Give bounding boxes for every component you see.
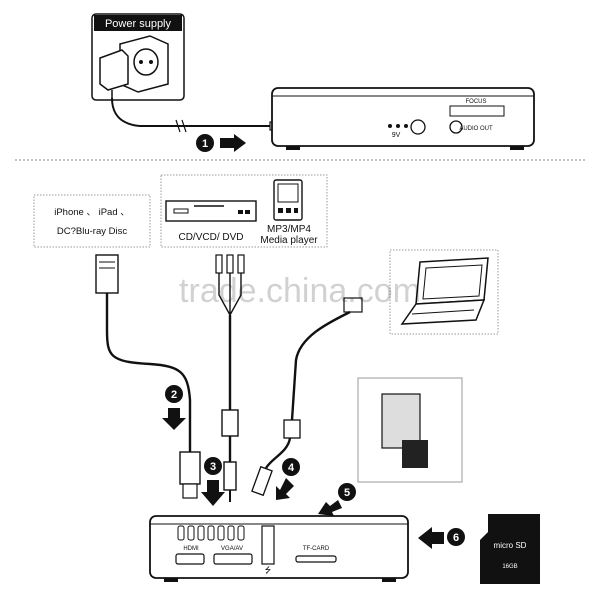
step-3-marker: 3	[201, 457, 225, 506]
vent-grille	[177, 525, 245, 541]
power-cable	[111, 97, 270, 127]
dvd-player-icon	[165, 200, 257, 222]
laptop-cable	[251, 297, 363, 497]
mp3-label-line1: MP3/MP4	[267, 224, 311, 235]
tf-card-slot	[295, 555, 337, 563]
devices-text-line1: iPhone 、 iPad 、	[54, 207, 130, 218]
step-6-marker: 6	[418, 527, 465, 549]
step-4-marker: 4	[276, 458, 300, 500]
hdmi-port	[175, 553, 205, 565]
usb-port	[261, 525, 275, 565]
port-9v-label: 9V	[392, 132, 401, 139]
laptop-box	[389, 249, 499, 335]
step-1-marker: 1	[196, 134, 246, 152]
hdmi-cable	[95, 254, 201, 499]
focus-wheel	[449, 105, 505, 117]
svg-text:2: 2	[171, 389, 177, 401]
watermark: trade.china.com	[179, 272, 421, 310]
step-2-marker: 2	[162, 385, 186, 430]
usb-symbol: ⭍	[265, 566, 272, 575]
projector-front: HDMI VGA/AV ⭍ TF-CARD	[149, 515, 409, 582]
svg-text:1: 1	[202, 138, 208, 150]
focus-label: FOCUS	[466, 99, 487, 105]
svg-text:5: 5	[344, 487, 350, 499]
sd-size-label: 16GB	[502, 564, 517, 570]
micro-sd-card: micro SD 16GB	[480, 514, 540, 584]
devices-box	[33, 194, 151, 248]
power-button	[410, 119, 426, 135]
vga-av-port	[213, 553, 253, 565]
svg-text:3: 3	[210, 461, 216, 473]
tf-card-label: TF-CARD	[303, 546, 330, 552]
memory-card-box	[357, 377, 463, 483]
projector-top: 9V AUDIO OUT FOCUS	[271, 87, 535, 150]
svg-text:4: 4	[288, 462, 295, 474]
power-supply-box: Power supply	[91, 13, 185, 101]
svg-text:6: 6	[453, 532, 459, 544]
step-5-marker: 5	[318, 483, 356, 516]
hdmi-port-label: HDMI	[183, 546, 199, 552]
sd-brand-label: micro SD	[494, 541, 527, 550]
power-supply-label: Power supply	[105, 18, 172, 30]
vga-av-port-label: VGA/AV	[221, 546, 243, 552]
devices-text-line2: DC?Blu-ray Disc	[57, 226, 127, 237]
audio-out-label: AUDIO OUT	[459, 126, 493, 132]
mp3-label-line2: Media player	[260, 235, 318, 246]
mp3-player-icon	[273, 179, 303, 221]
av-cable	[215, 254, 245, 502]
cd-label: CD/VCD/ DVD	[178, 232, 243, 243]
